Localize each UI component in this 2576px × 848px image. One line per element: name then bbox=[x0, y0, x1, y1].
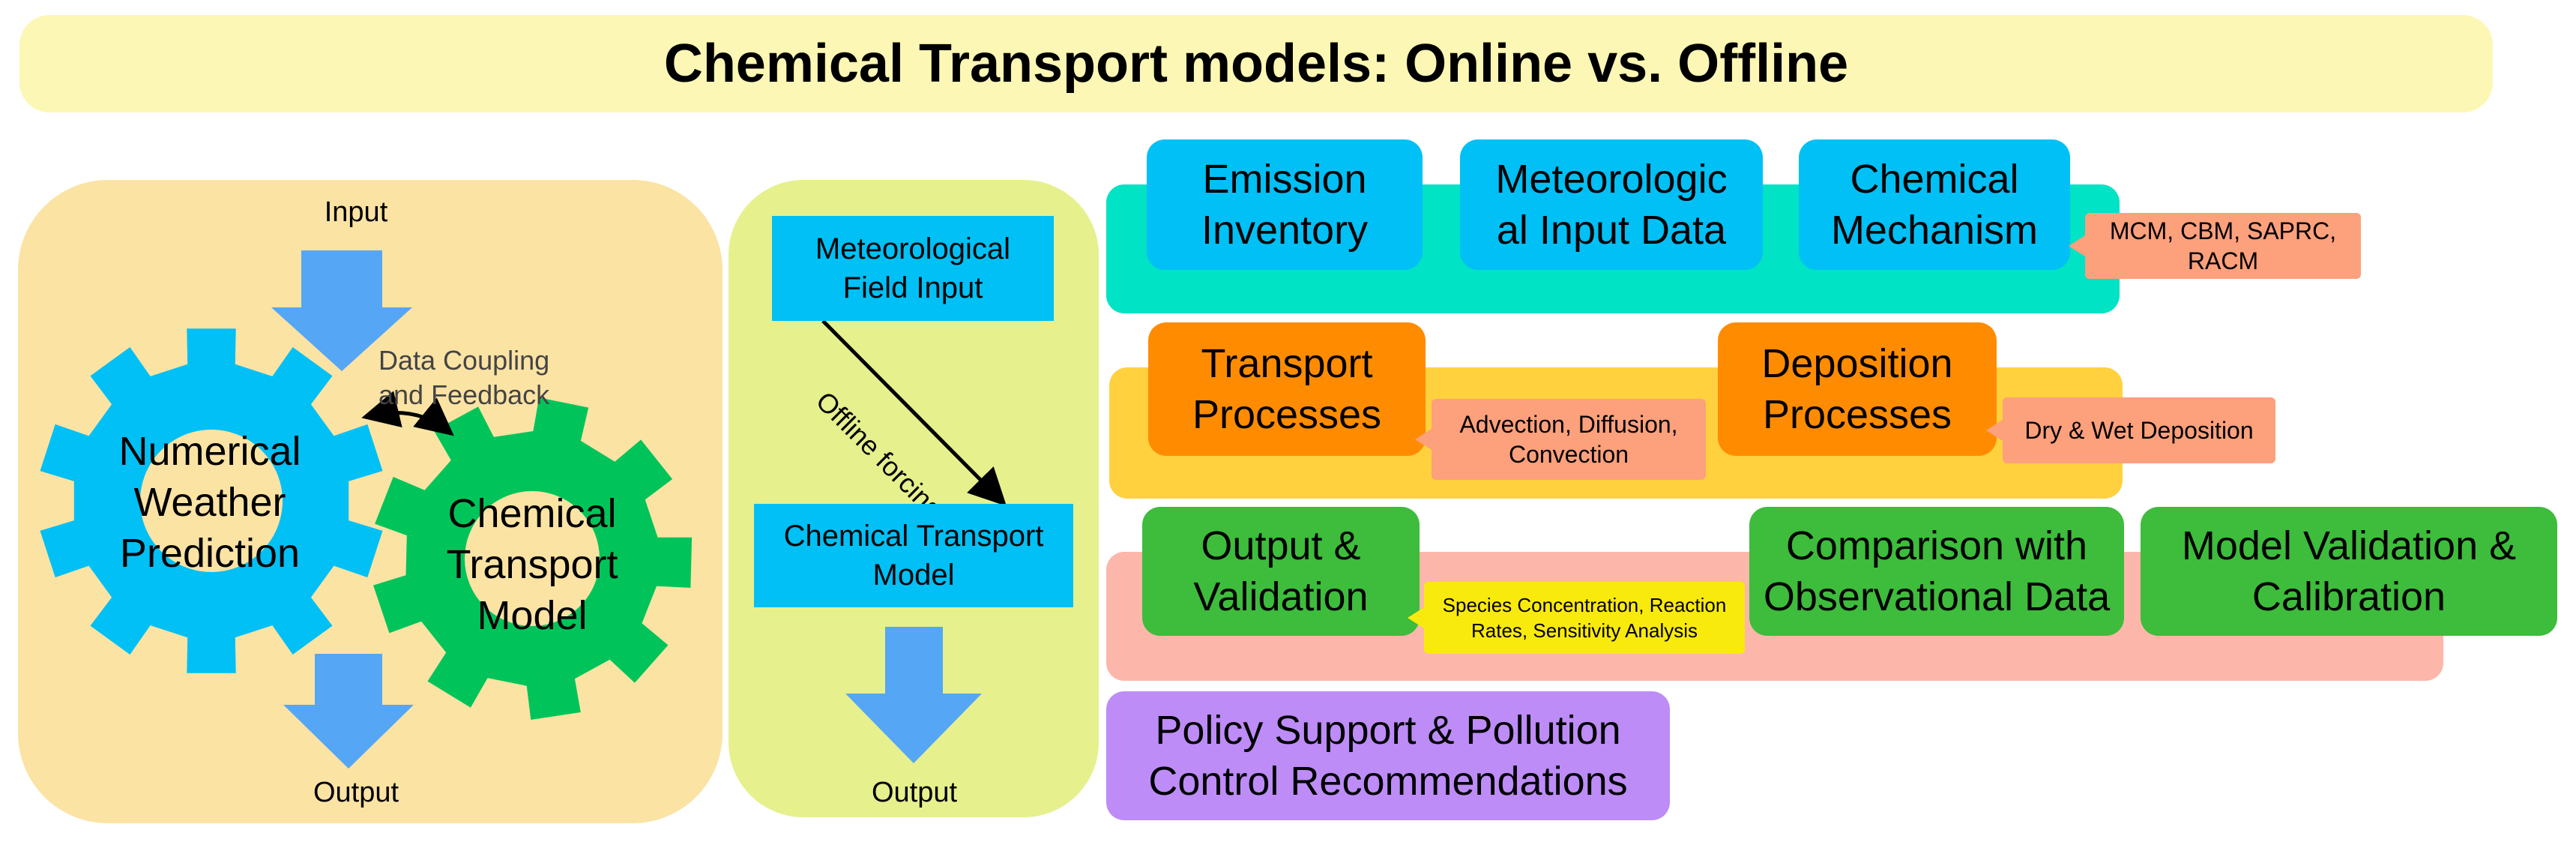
model-validation-card: Model Validation & Calibration bbox=[2141, 507, 2557, 636]
ctm-line-2: Transport bbox=[446, 542, 618, 587]
offline-ctm-box: Chemical Transport Model bbox=[754, 504, 1073, 607]
transport-line-2: Processes bbox=[1192, 392, 1382, 437]
transport-processes-card: Transport Processes bbox=[1148, 322, 1426, 456]
chem-mech-note: MCM, CBM, SAPRC, RACM bbox=[2109, 217, 2337, 274]
nwp-line-2: Weather bbox=[133, 480, 286, 525]
online-output-arrow bbox=[283, 654, 414, 769]
model-validation-line-1: Model Validation & bbox=[2181, 523, 2517, 568]
chem-mech-line-2: Mechanism bbox=[1830, 208, 2039, 253]
ctm-gear-icon bbox=[373, 397, 693, 720]
met-input-line-2: al Input Data bbox=[1496, 208, 1727, 253]
offline-ctm-line-1: Chemical Transport bbox=[783, 520, 1044, 553]
emission-inventory-card: Emission Inventory bbox=[1147, 139, 1423, 270]
met-field-line-2: Field Input bbox=[842, 271, 983, 304]
deposition-line-1: Deposition bbox=[1761, 341, 1953, 386]
output-callout: Species Concentration, Reaction Rates, S… bbox=[1408, 582, 1745, 654]
coupling-label-line-1: Data Coupling bbox=[378, 345, 550, 376]
nwp-gear-label: Numerical Weather Prediction bbox=[60, 424, 360, 581]
nwp-line-1: Numerical bbox=[118, 429, 301, 474]
comparison-card: Comparison with Observational Data bbox=[1749, 507, 2124, 636]
output-note-line-2: Rates, Sensitivity Analysis bbox=[1471, 619, 1698, 642]
coupling-label-line-2: and Feedback bbox=[378, 379, 550, 410]
nwp-line-3: Prediction bbox=[119, 531, 301, 576]
policy-support-card: Policy Support & Pollution Control Recom… bbox=[1106, 691, 1670, 820]
nwp-gear-icon bbox=[40, 328, 383, 673]
deposition-processes-card: Deposition Processes bbox=[1718, 322, 1997, 456]
title-bar: Chemical Transport models: Online vs. Of… bbox=[19, 15, 2493, 112]
chem-mech-callout: MCM, CBM, SAPRC, RACM bbox=[2069, 213, 2361, 279]
ctm-line-3: Model bbox=[477, 593, 588, 638]
output-validation-card: Output & Validation bbox=[1142, 507, 1420, 636]
deposition-callout: Dry & Wet Deposition bbox=[1986, 397, 2275, 463]
output-validation-line-1: Output & bbox=[1201, 523, 1361, 568]
deposition-note: Dry & Wet Deposition bbox=[2024, 417, 2254, 444]
meteorological-input-card: Meteorologic al Input Data bbox=[1460, 139, 1763, 270]
output-note-line-1: Species Concentration, Reaction bbox=[1442, 594, 1727, 616]
callout-tail bbox=[2069, 235, 2085, 256]
chem-mech-line-1: Chemical bbox=[1850, 157, 2019, 202]
policy-line-2: Control Recommendations bbox=[1148, 759, 1628, 804]
offline-forcing-arrow bbox=[821, 319, 1007, 507]
callout-tail bbox=[1408, 607, 1424, 628]
ctm-gear-label: Chemical Transport Model bbox=[397, 486, 667, 643]
page-title: Chemical Transport models: Online vs. Of… bbox=[663, 34, 1849, 94]
deposition-line-2: Processes bbox=[1762, 392, 1952, 437]
online-input-label: Input bbox=[324, 196, 388, 228]
callout-tail bbox=[1415, 429, 1432, 450]
coupling-label: Data Coupling and Feedback bbox=[378, 343, 603, 418]
offline-output-label: Output bbox=[871, 776, 958, 808]
emission-line-2: Inventory bbox=[1201, 208, 1369, 253]
met-field-input-box: Meteorological Field Input bbox=[772, 216, 1054, 321]
policy-line-1: Policy Support & Pollution bbox=[1155, 708, 1621, 753]
transport-line-1: Transport bbox=[1201, 341, 1373, 386]
met-input-line-1: Meteorologic bbox=[1495, 157, 1728, 202]
comparison-line-1: Comparison with bbox=[1785, 523, 2088, 568]
online-output-label: Output bbox=[313, 776, 399, 808]
transport-note-line-1: Advection, Diffusion, bbox=[1459, 411, 1678, 438]
offline-output-arrow bbox=[845, 627, 982, 763]
ctm-line-1: Chemical bbox=[447, 491, 617, 536]
chemical-mechanism-card: Chemical Mechanism bbox=[1799, 139, 2070, 270]
output-validation-line-2: Validation bbox=[1193, 574, 1369, 619]
transport-note-line-2: Convection bbox=[1508, 441, 1629, 468]
callout-tail bbox=[1986, 420, 2003, 441]
emission-line-1: Emission bbox=[1202, 157, 1367, 202]
met-field-line-1: Meteorological bbox=[815, 232, 1011, 265]
offline-ctm-line-2: Model bbox=[872, 559, 955, 592]
input-arrow bbox=[271, 250, 412, 371]
coupling-arrow bbox=[361, 391, 454, 436]
model-validation-line-2: Calibration bbox=[2251, 574, 2446, 619]
transport-callout: Advection, Diffusion, Convection bbox=[1415, 399, 1706, 480]
comparison-line-2: Observational Data bbox=[1763, 574, 2111, 619]
